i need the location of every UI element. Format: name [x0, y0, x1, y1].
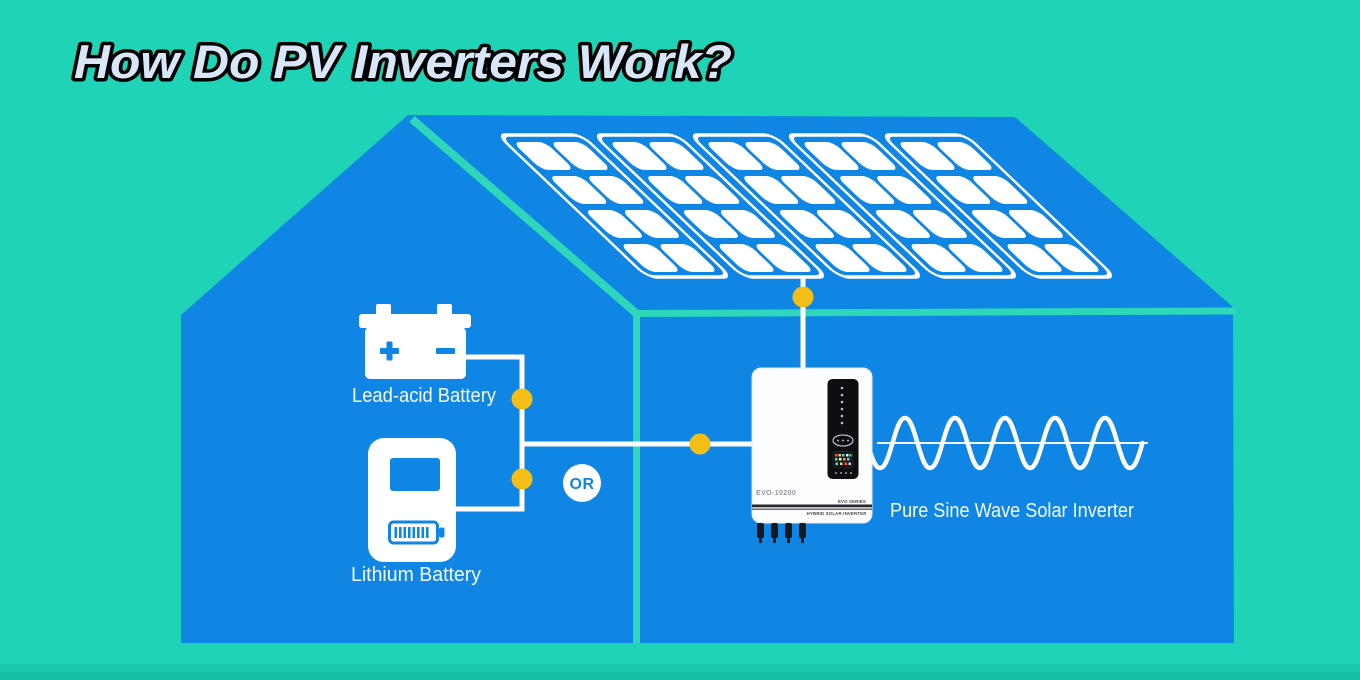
lithium-screen [390, 458, 440, 491]
battery-lid [359, 314, 471, 328]
inverter-model-label: EVO-10200 [756, 490, 796, 497]
connection-dot [792, 286, 814, 308]
inverter-series-label: EVO SERIES [838, 499, 866, 504]
roof-gable-edge-line [409, 115, 640, 318]
plus-symbol [386, 341, 393, 361]
inverter-trim-line [752, 504, 872, 508]
sine-wave [865, 415, 1145, 471]
battery-gauge-icon [388, 520, 445, 545]
connection-dot [511, 388, 533, 410]
connection-dot [689, 433, 711, 455]
minus-symbol [436, 348, 455, 354]
inverter-trim-line-thin [752, 508, 872, 510]
touch-ring-icon [832, 434, 854, 447]
battery-body [365, 327, 466, 379]
inverter-connectors [757, 523, 806, 543]
battery-terminal [376, 304, 391, 317]
or-circle [563, 464, 601, 502]
battery-terminal [437, 304, 452, 317]
connection-dot [511, 468, 533, 490]
lithium-battery-icon [368, 438, 456, 562]
wire-batteries [455, 354, 525, 512]
page-title: How Do PV Inverters Work? [74, 35, 732, 88]
lithium-battery-label: Lithium Battery [351, 564, 481, 586]
indicator-lights [840, 386, 844, 425]
lead-acid-battery-label: Lead-acid Battery [352, 385, 496, 407]
ground-strip-dark [0, 672, 1360, 680]
inverter: EVO-10200 EVO SERIES HYBRID SOLAR INVERT… [751, 367, 873, 543]
panel-buttons [835, 472, 852, 474]
or-badge: OR [563, 464, 601, 502]
sine-wave-caption: Pure Sine Wave Solar Inverter [890, 500, 1134, 522]
inverter-type-label: HYBRID SOLAR INVERTER [807, 511, 868, 516]
or-label: OR [570, 476, 595, 493]
ground-strip [0, 664, 1360, 672]
roof-eave-line [632, 307, 1237, 317]
inverter-screen [832, 451, 854, 469]
lead-acid-battery-icon [359, 304, 471, 379]
